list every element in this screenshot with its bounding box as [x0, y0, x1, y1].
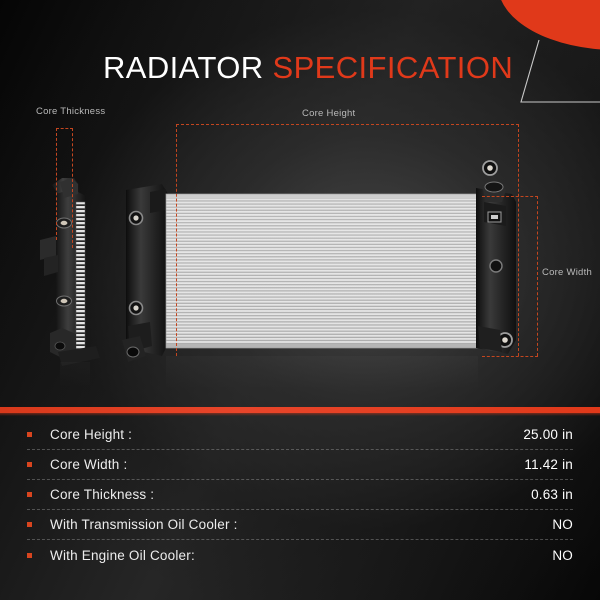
table-row: With Engine Oil Cooler: NO — [27, 540, 573, 570]
bullet-icon — [27, 432, 32, 437]
section-divider-glow — [0, 413, 600, 416]
spec-value: 0.63 in — [531, 487, 573, 502]
section-divider — [0, 407, 600, 413]
guide-core-height-right — [518, 124, 519, 356]
radiator-side-view — [40, 178, 100, 366]
guide-core-thickness-top — [56, 128, 73, 129]
bullet-icon — [27, 522, 32, 527]
spec-value: NO — [552, 517, 573, 532]
spec-label: With Engine Oil Cooler: — [50, 547, 195, 563]
guide-core-width-top — [482, 196, 538, 197]
table-row: With Transmission Oil Cooler : NO — [27, 510, 573, 540]
table-row: Core Width : 11.42 in — [27, 450, 573, 480]
bullet-icon — [27, 492, 32, 497]
spec-value: 11.42 in — [524, 457, 573, 472]
guide-core-width-bottom — [482, 356, 538, 357]
spec-label: Core Thickness : — [50, 487, 155, 502]
guide-core-height-top — [176, 124, 519, 125]
guide-core-thickness-left — [56, 128, 57, 240]
product-reflection — [60, 356, 478, 390]
corner-accent-line — [520, 39, 600, 103]
label-core-height: Core Height — [302, 108, 356, 119]
radiator-front-view — [122, 160, 516, 362]
spec-label: Core Width : — [50, 457, 128, 472]
title-accent: SPECIFICATION — [272, 50, 514, 85]
radiator-product-image — [40, 160, 516, 390]
label-core-width: Core Width — [542, 267, 593, 278]
label-core-thickness: Core Thickness — [36, 106, 106, 117]
guide-core-thickness-right — [72, 128, 73, 248]
guide-core-width-right — [537, 196, 538, 356]
table-row: Core Thickness : 0.63 in — [27, 480, 573, 510]
spec-label: Core Height : — [50, 427, 133, 442]
title-primary: RADIATOR — [103, 50, 273, 85]
page-title: RADIATOR SPECIFICATION — [103, 50, 513, 86]
table-row: Core Height : 25.00 in — [27, 420, 573, 450]
spec-label: With Transmission Oil Cooler : — [50, 517, 238, 532]
spec-value: 25.00 in — [523, 427, 573, 442]
specification-table: Core Height : 25.00 in Core Width : 11.4… — [0, 420, 600, 600]
guide-core-height-left — [176, 124, 177, 356]
bullet-icon — [27, 552, 32, 558]
bullet-icon — [27, 462, 32, 467]
spec-value: NO — [552, 547, 573, 563]
